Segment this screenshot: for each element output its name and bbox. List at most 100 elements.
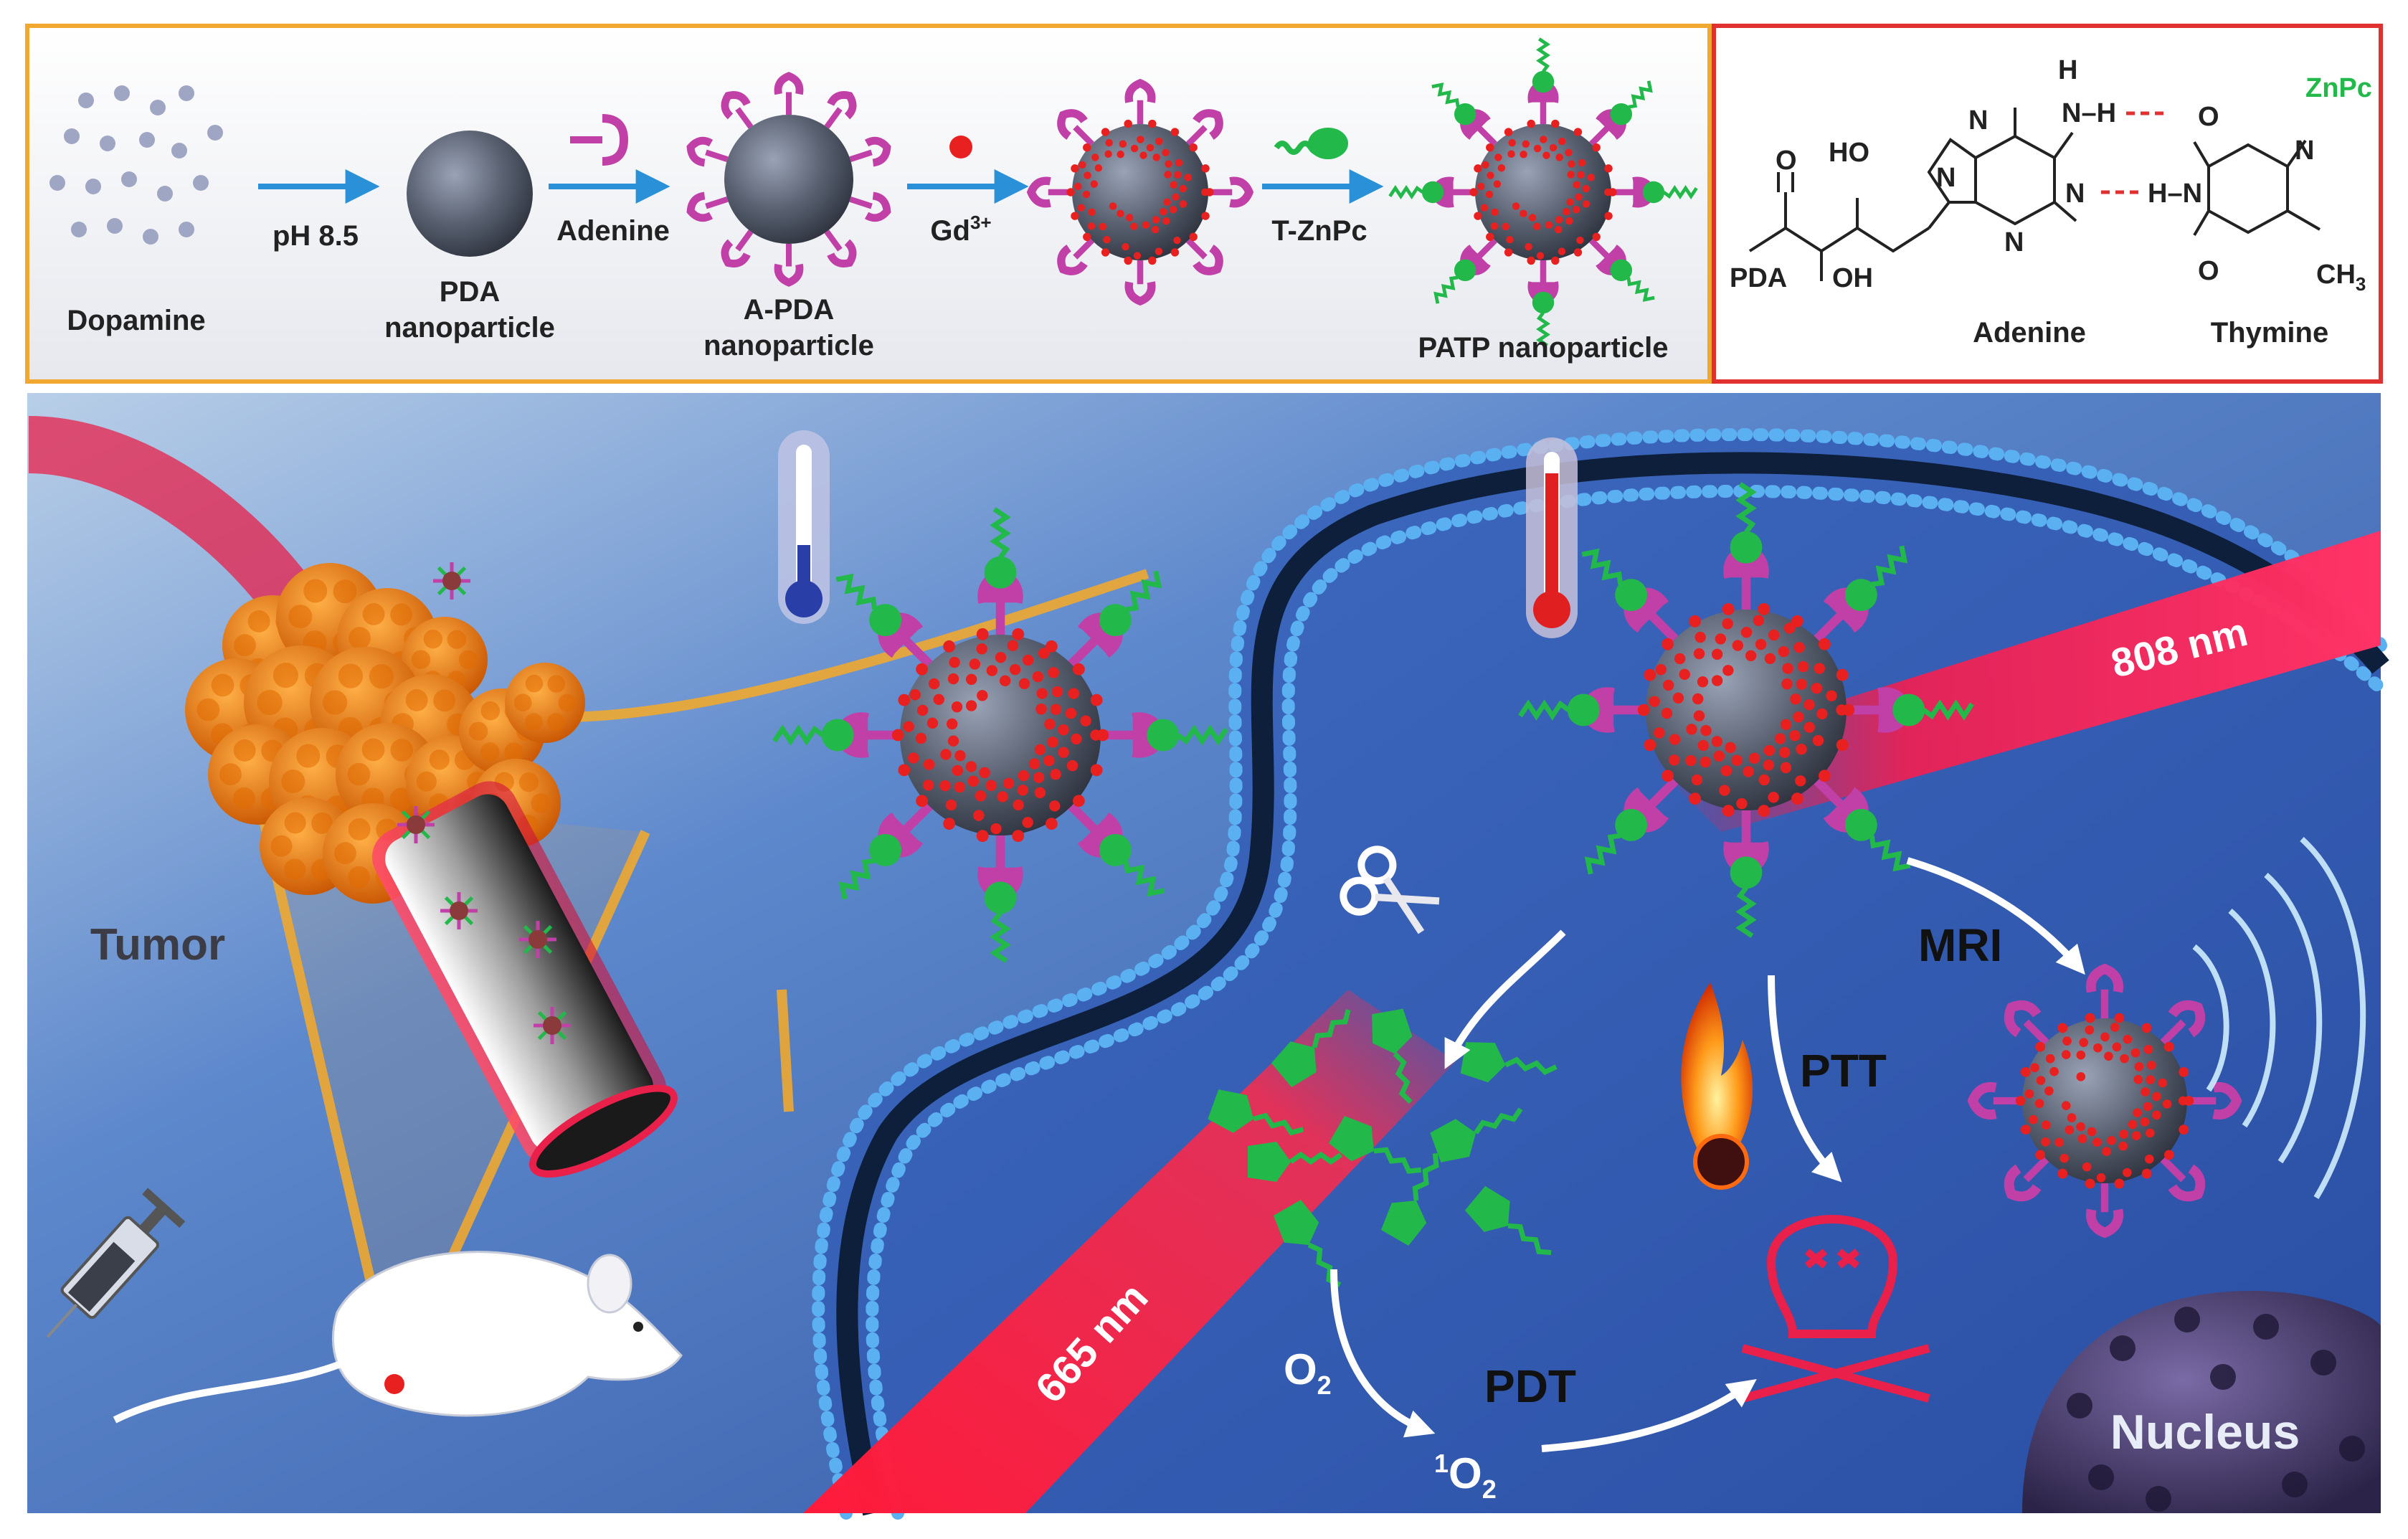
gd-ion bbox=[2143, 1102, 2153, 1112]
gd-ion bbox=[1694, 631, 1706, 643]
gd-ion bbox=[1662, 638, 1674, 650]
gd-ion bbox=[1781, 678, 1793, 690]
dopamine-dot bbox=[114, 85, 130, 101]
adenine-ligand bbox=[1073, 238, 1094, 260]
tumor-texture bbox=[284, 812, 306, 834]
gd-ion bbox=[1715, 633, 1727, 645]
gd-ion bbox=[1768, 629, 1780, 641]
nuclear-pore bbox=[2174, 1307, 2200, 1332]
gd-ion bbox=[1736, 797, 1748, 810]
nuclear-pore bbox=[2210, 1364, 2236, 1390]
gd-ion bbox=[1033, 772, 1045, 783]
gd-ion bbox=[1672, 692, 1684, 704]
gd-ion bbox=[947, 735, 959, 747]
gd-ion bbox=[1573, 128, 1583, 136]
adenine-cup bbox=[827, 239, 857, 267]
vessel-nanoparticles bbox=[397, 562, 571, 1044]
gd-ion bbox=[1685, 754, 1697, 767]
gd-ion bbox=[1582, 184, 1590, 193]
label-tumor: Tumor bbox=[90, 920, 225, 970]
znpc-head bbox=[1844, 808, 1877, 841]
gd-ion bbox=[1497, 164, 1506, 172]
gd-ion bbox=[1551, 256, 1560, 265]
gd-ion bbox=[2057, 1168, 2068, 1179]
tumor-texture bbox=[558, 693, 577, 712]
gd-ion bbox=[1068, 688, 1080, 699]
znpc-tail bbox=[1431, 82, 1460, 108]
gd-ion bbox=[1536, 252, 1545, 260]
gd-ion bbox=[1133, 252, 1142, 260]
tumor-texture bbox=[281, 770, 305, 794]
gd-ion bbox=[915, 732, 927, 744]
arrow-cleavage bbox=[1444, 929, 1566, 1069]
gd-ion bbox=[1048, 667, 1059, 678]
tumor-site-dot bbox=[384, 1374, 404, 1394]
znpc-head bbox=[1642, 181, 1665, 204]
gd-ion bbox=[1793, 711, 1804, 723]
label-patp: PATP nanoparticle bbox=[1418, 332, 1669, 364]
gd-ion bbox=[1818, 770, 1831, 782]
dopamine-dot bbox=[107, 218, 123, 234]
gd-ion bbox=[952, 764, 963, 777]
gd-ion bbox=[973, 810, 985, 821]
gd-ion bbox=[1697, 739, 1709, 752]
arrow-mri bbox=[1906, 857, 2085, 975]
gd-ion bbox=[1797, 660, 1809, 673]
gd-ion bbox=[1542, 151, 1550, 159]
gd-ion bbox=[2141, 1168, 2152, 1179]
gd-ion bbox=[1711, 675, 1723, 686]
gd-ion bbox=[1012, 628, 1025, 640]
released-znpc bbox=[1460, 1042, 1558, 1083]
process-arrows bbox=[1330, 857, 2085, 1452]
dopamine-molecules bbox=[49, 85, 223, 245]
gd-ion bbox=[1669, 734, 1681, 745]
gd-ion bbox=[1480, 204, 1489, 212]
atom-n-9: N bbox=[1936, 163, 1956, 193]
gd-ion bbox=[2133, 1108, 2142, 1117]
gd-ion bbox=[2133, 1074, 2143, 1084]
gd-ion bbox=[1790, 693, 1801, 705]
atom-n-1: N bbox=[2065, 179, 2085, 209]
znpc-tail bbox=[1123, 860, 1165, 897]
label-o2: O2 bbox=[1284, 1345, 1332, 1400]
gd-ion bbox=[1170, 248, 1180, 257]
gd-ion bbox=[951, 701, 963, 713]
gd-ion bbox=[1018, 770, 1030, 782]
znpc-head bbox=[1454, 259, 1476, 282]
adenine-ligand bbox=[1646, 777, 1679, 810]
gd-ion bbox=[1836, 668, 1849, 681]
gd-ion bbox=[1763, 759, 1774, 771]
gd-ion bbox=[1130, 222, 1138, 230]
gd-ion bbox=[1796, 744, 1807, 755]
tumor-texture bbox=[390, 603, 413, 626]
gd-ion bbox=[1555, 153, 1563, 161]
adenine-ligand bbox=[1186, 125, 1208, 146]
patp-nanoparticle bbox=[1388, 37, 1698, 347]
adenine-ligand bbox=[901, 802, 933, 835]
gd-ion bbox=[1689, 615, 1702, 628]
znpc-head bbox=[1421, 181, 1444, 204]
gd-ion bbox=[1587, 174, 1595, 181]
gd-ion bbox=[1087, 222, 1096, 230]
gd-ion bbox=[1169, 206, 1177, 214]
dopamine-dot bbox=[179, 85, 194, 101]
gd-ion bbox=[997, 791, 1008, 802]
gd-ion bbox=[1637, 704, 1650, 716]
adenine-thymine-structure bbox=[1748, 108, 2321, 281]
znpc-head bbox=[1892, 693, 1925, 726]
gd-ion bbox=[1058, 724, 1069, 736]
tumor-texture bbox=[361, 738, 385, 762]
gd-ion bbox=[1711, 648, 1723, 660]
gd-ion bbox=[1119, 140, 1127, 148]
gd-ion bbox=[1490, 222, 1499, 230]
tumor-texture bbox=[447, 630, 467, 649]
gd-ion bbox=[1189, 232, 1198, 241]
adenine-cup bbox=[1229, 176, 1254, 208]
label-nucleus: Nucleus bbox=[2110, 1405, 2300, 1459]
gd-ion bbox=[1780, 719, 1792, 730]
gd-ion bbox=[1065, 707, 1077, 719]
gd-ion bbox=[1778, 645, 1790, 658]
gd-loaded-nanoparticle bbox=[1026, 78, 1254, 306]
released-znpc bbox=[1464, 1185, 1552, 1256]
gd-ion bbox=[1049, 800, 1061, 812]
